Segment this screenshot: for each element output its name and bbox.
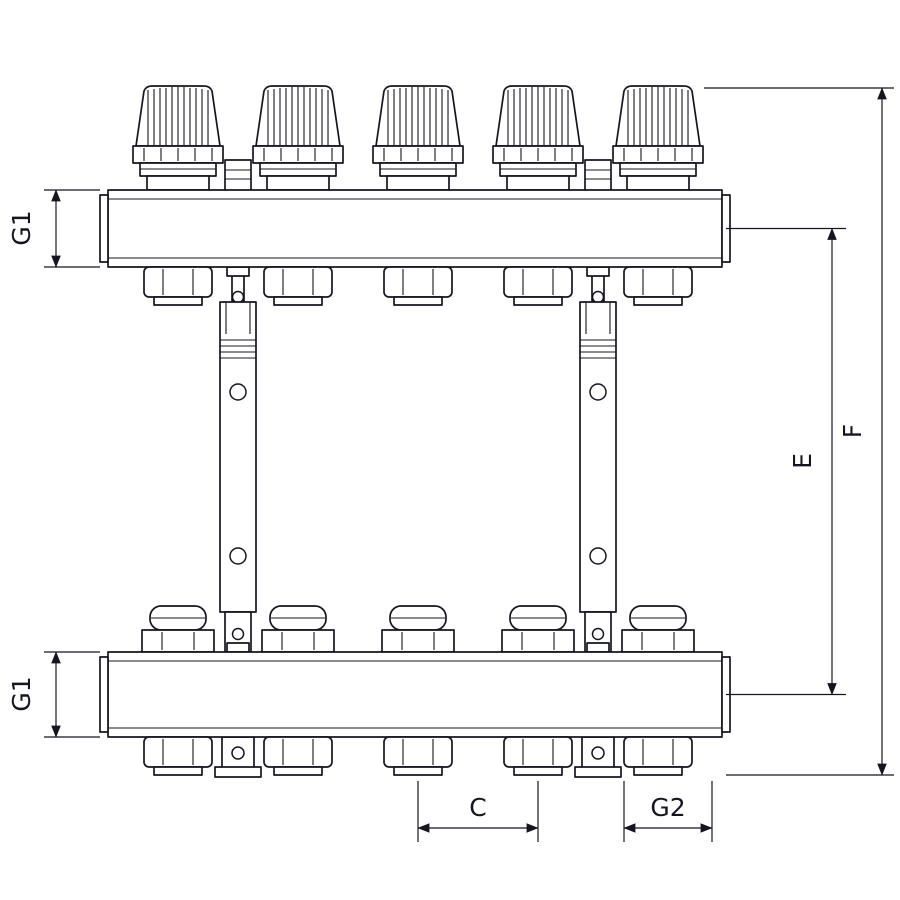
dimension-label-f: F — [838, 424, 867, 438]
upper-union-nut-4 — [503, 266, 573, 306]
upper-union-nut-3 — [383, 266, 453, 306]
dimension-label-g1-top: G1 — [7, 210, 36, 245]
lower-outlet-3 — [383, 736, 453, 776]
lower-valve-bonnet-4 — [501, 605, 575, 653]
thermostatic-valve-head-3 — [372, 85, 464, 191]
dimension-e: E — [726, 227, 846, 696]
dimension-g2: G2 — [623, 781, 713, 842]
lower-outlet-g2 — [623, 736, 693, 776]
thermostatic-valve-head-4 — [492, 85, 584, 191]
lower-valve-bonnet-2 — [261, 605, 335, 653]
upper-union-nut-1 — [143, 266, 213, 306]
dimension-label-e: E — [788, 453, 817, 469]
lower-valve-bonnet-1 — [141, 605, 215, 653]
thermostatic-valve-head-1 — [132, 85, 224, 191]
lower-valve-bonnet-3 — [381, 605, 455, 653]
upper-union-nut-2 — [263, 266, 333, 306]
lower-outlet-1 — [143, 736, 213, 776]
dimension-label-c: C — [469, 793, 486, 822]
lower-manifold-bar — [99, 651, 731, 738]
dimension-label-g2: G2 — [650, 793, 685, 822]
dimension-g1-bottom: G1 — [7, 651, 100, 738]
lower-outlet-2 — [263, 736, 333, 776]
dimension-label-g1-bottom: G1 — [7, 676, 36, 711]
dimension-c: C — [417, 781, 539, 842]
lower-outlet-4 — [503, 736, 573, 776]
thermostatic-valve-head-5 — [612, 85, 704, 191]
thermostatic-valve-head-2 — [252, 85, 344, 191]
upper-union-nut-5 — [623, 266, 693, 306]
dimension-g1-top: G1 — [7, 189, 100, 268]
dimension-f: F — [704, 87, 894, 776]
lower-valve-bonnet-5 — [621, 605, 695, 653]
upper-manifold-bar — [99, 189, 731, 268]
